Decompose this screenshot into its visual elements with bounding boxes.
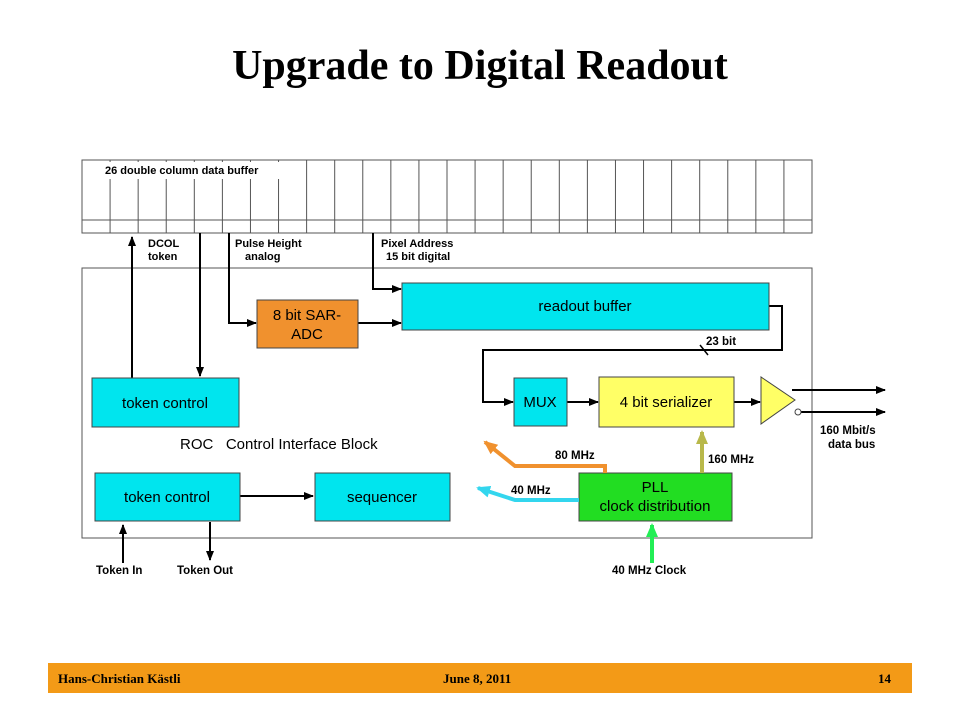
- pixel-address-label-2: 15 bit digital: [386, 251, 450, 263]
- footer-date: June 8, 2011: [443, 671, 512, 686]
- pll-block: PLL clock distribution: [578, 472, 733, 522]
- roc-block: [81, 267, 813, 539]
- mux-label: MUX: [523, 394, 556, 411]
- readout-buffer-block: readout buffer: [401, 282, 770, 331]
- token-control-upper-label: token control: [122, 395, 208, 412]
- freq-80-label: 80 MHz: [555, 450, 595, 462]
- pulse-height-label-2: analog: [245, 251, 280, 263]
- signal-wires: [119, 233, 886, 563]
- clock-in-label: 40 MHz Clock: [612, 565, 687, 577]
- token-control-lower-label: token control: [124, 489, 210, 506]
- bus-23bit-label: 23 bit: [706, 336, 736, 348]
- freq-40-label: 40 MHz: [511, 485, 551, 497]
- pixel-address-label-1: Pixel Address: [381, 238, 453, 250]
- data-bus-label-2: data bus: [828, 439, 875, 451]
- output-driver: [760, 376, 802, 425]
- pll-label-1: PLL: [642, 479, 669, 496]
- footer-author: Hans-Christian Kästli: [58, 671, 181, 686]
- token-control-upper-block: token control: [91, 377, 240, 428]
- dcol-token-label-2: token: [148, 251, 178, 263]
- slide-title: Upgrade to Digital Readout: [232, 43, 728, 89]
- serializer-block: 4 bit serializer: [598, 376, 735, 428]
- adc-label-1: 8 bit SAR-: [273, 307, 341, 324]
- adc-block: 8 bit SAR- ADC: [256, 299, 359, 349]
- freq-160-label: 160 MHz: [708, 454, 754, 466]
- adc-label-2: ADC: [291, 326, 323, 343]
- roc-label: ROC Control Interface Block: [180, 436, 378, 453]
- token-control-lower-block: token control: [94, 472, 241, 522]
- dcol-token-label-1: DCOL: [148, 238, 179, 250]
- serializer-label: 4 bit serializer: [620, 394, 713, 411]
- sequencer-block: sequencer: [314, 472, 451, 522]
- mux-block: MUX: [513, 377, 568, 427]
- token-in-label: Token In: [96, 565, 142, 577]
- data-bus-label-1: 160 Mbit/s: [820, 425, 876, 437]
- pll-label-2: clock distribution: [600, 498, 711, 515]
- footer-bar: Hans-Christian Kästli June 8, 2011 14: [48, 663, 912, 693]
- token-out-label: Token Out: [177, 565, 233, 577]
- clock-40mhz-arrow: [476, 485, 579, 502]
- sequencer-label: sequencer: [347, 489, 417, 506]
- readout-buffer-label: readout buffer: [538, 298, 631, 315]
- buffer-label: 26 double column data buffer: [105, 165, 259, 177]
- clock-80mhz-arrow: [483, 440, 607, 473]
- footer-page-number: 14: [878, 671, 891, 686]
- pulse-height-label-1: Pulse Height: [235, 238, 302, 250]
- data-buffer: 26 double column data buffer: [81, 159, 813, 234]
